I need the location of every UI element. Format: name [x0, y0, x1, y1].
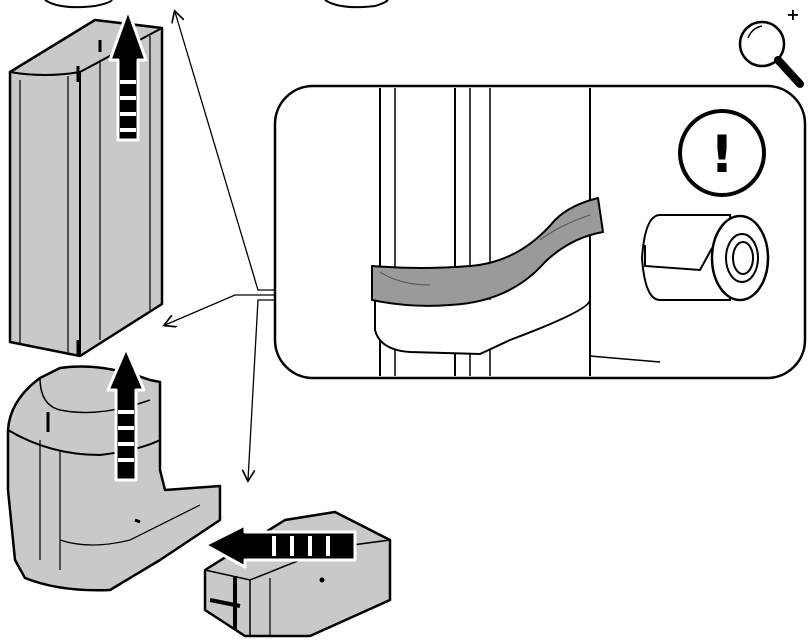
- elbow-duct-part: [8, 367, 220, 591]
- top-cut-off-parts: [45, 0, 388, 7]
- warning-symbol: !: [710, 125, 734, 185]
- tape-roll-icon: [642, 215, 768, 300]
- leader-lines: [165, 12, 275, 480]
- warning-icon: !: [680, 111, 764, 195]
- magnifier-zoom-icon: +: [740, 5, 800, 84]
- zoom-plus-symbol: +: [786, 5, 799, 24]
